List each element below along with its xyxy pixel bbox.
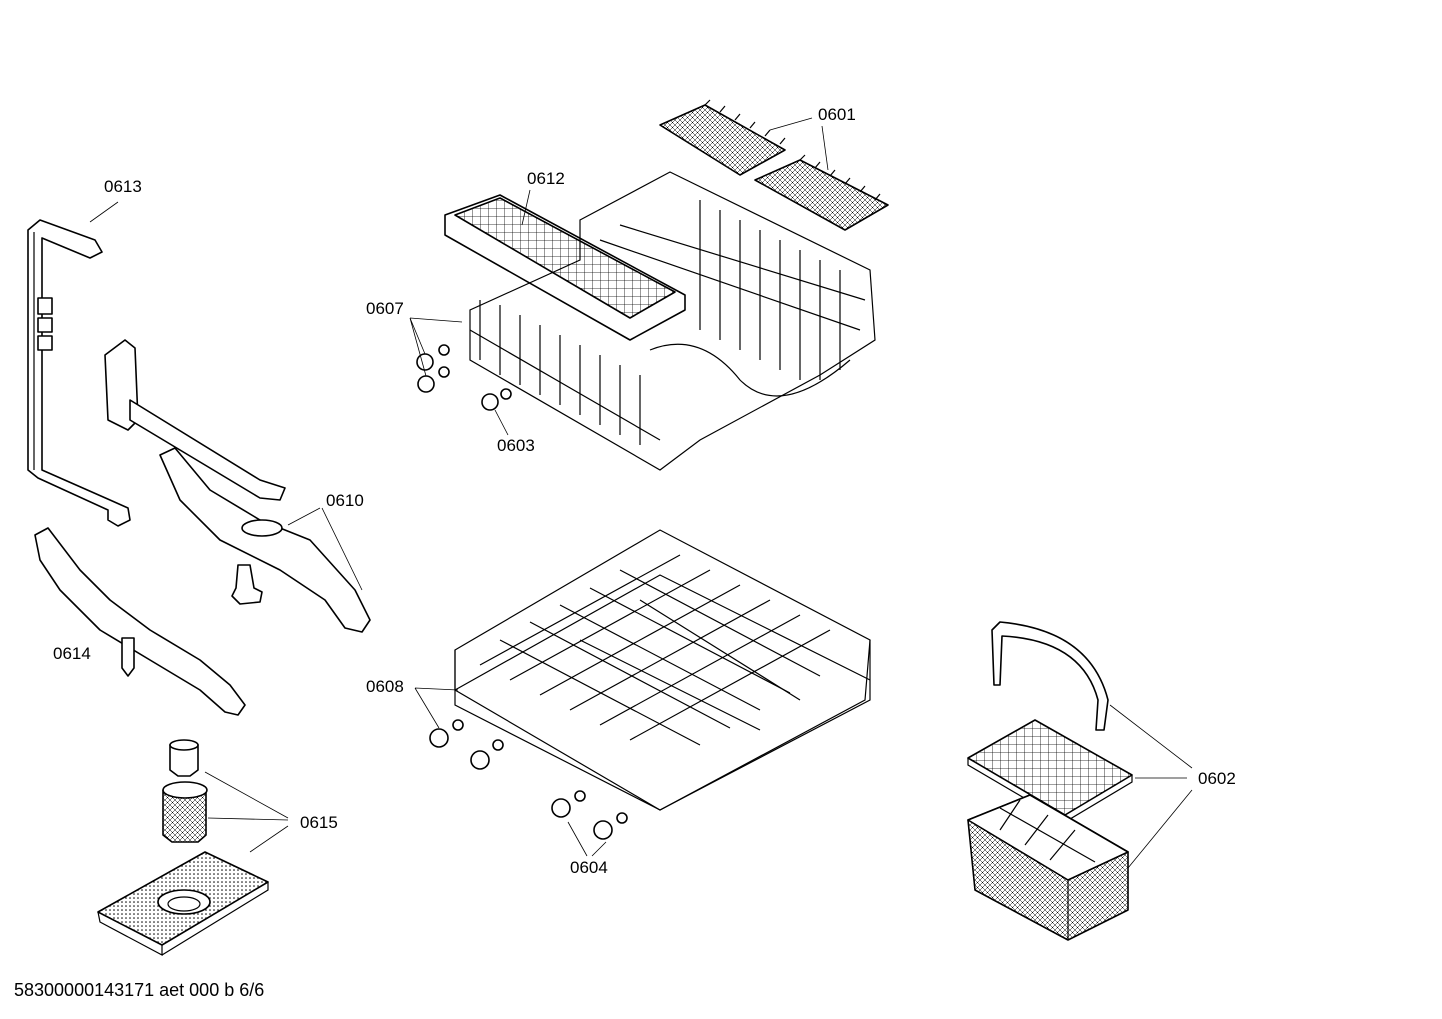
part-0608-lower-wheels <box>429 719 504 770</box>
lower-basket <box>454 529 871 811</box>
label-0608: 0608 <box>366 677 404 696</box>
part-0610-upper-spray-arm <box>104 339 371 633</box>
part-0604-lower-wheels <box>551 790 628 840</box>
part-0612-upper-basket-tray <box>444 171 876 471</box>
part-0602-cutlery-basket <box>967 621 1133 941</box>
label-0614: 0614 <box>53 644 91 663</box>
part-0613-supply-pipe <box>27 219 131 527</box>
part-0614-lower-spray-arm <box>34 527 246 716</box>
part-0601-cup-rack-inserts <box>659 99 889 231</box>
label-0610: 0610 <box>326 491 364 510</box>
label-0607: 0607 <box>366 299 404 318</box>
label-0603: 0603 <box>497 436 535 455</box>
label-0615: 0615 <box>300 813 338 832</box>
document-reference-footer: 58300000143171 aet 000 b 6/6 <box>14 980 265 1000</box>
label-0613: 0613 <box>104 177 142 196</box>
part-0615-filter-set <box>97 739 269 956</box>
label-0602: 0602 <box>1198 769 1236 788</box>
label-0612: 0612 <box>527 169 565 188</box>
label-0601: 0601 <box>818 105 856 124</box>
part-labels: 0613 0601 0612 0607 0603 0610 0614 0608 … <box>53 105 1236 877</box>
label-0604: 0604 <box>570 858 608 877</box>
part-0607-upper-wheels <box>416 344 450 393</box>
leader-lines <box>89 117 1193 869</box>
part-0603-upper-wheel <box>481 388 512 411</box>
